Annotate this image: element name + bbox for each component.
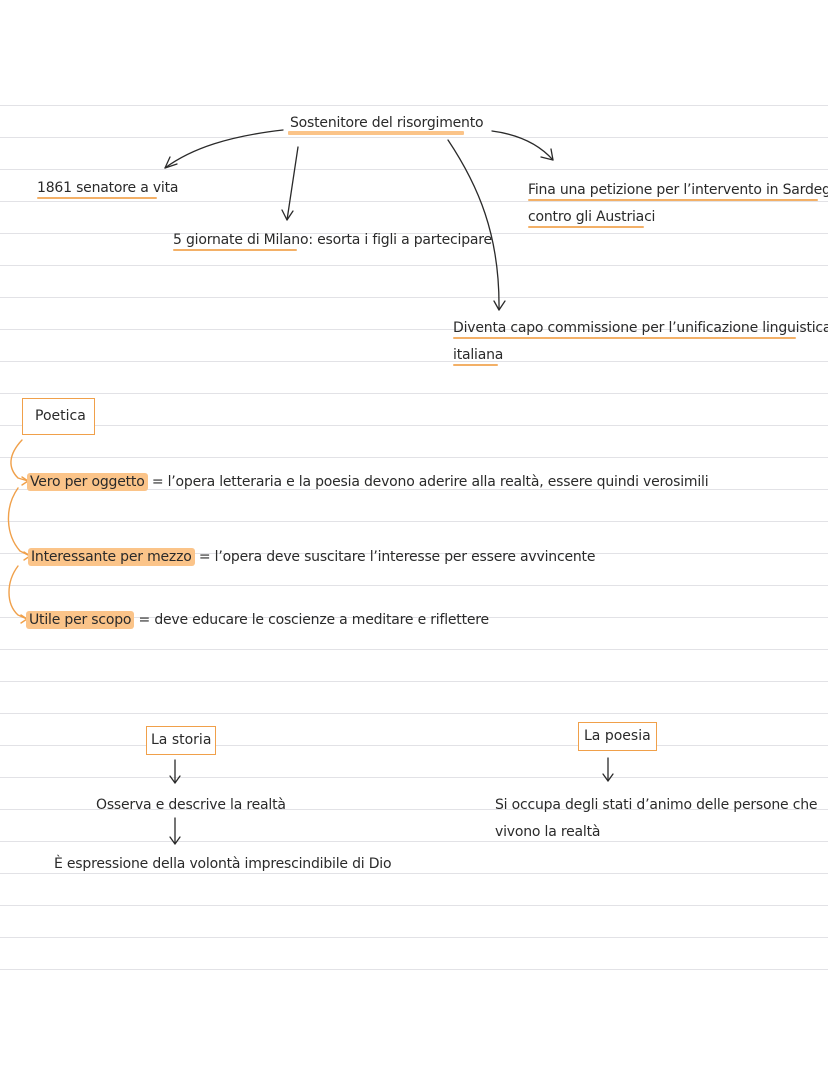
poetica-definition-2: = l’opera deve suscitare l’interesse per…: [194, 549, 596, 565]
node-petizione-line1: Fina una petizione per l’intervento in S…: [528, 182, 828, 198]
node-senatore-underline: [37, 197, 157, 199]
node-capo-line2: italiana: [453, 347, 504, 363]
page-bottom-margin: [0, 996, 828, 1069]
poetica-term-2: Interessante per mezzo: [28, 548, 195, 566]
arrow-to-capo: [447, 139, 500, 311]
poetica-title-box: Poetica: [22, 398, 95, 435]
central-topic-underline: [288, 131, 464, 135]
poetica-bracket-1: [10, 439, 29, 482]
poetica-item-2: Interessante per mezzo = l’opera deve su…: [28, 548, 595, 566]
poetica-definition-3: = deve educare le coscienze a meditare e…: [134, 612, 490, 628]
node-milano-underline: [173, 249, 297, 251]
arrow-to-milano: [286, 146, 299, 221]
poetica-item-1: Vero per oggetto = l’opera letteraria e …: [27, 473, 709, 491]
poetica-bracket-3: [8, 565, 28, 620]
page-top-margin: [0, 0, 828, 104]
node-petizione-line2: contro gli Austriaci: [528, 209, 656, 225]
poesia-line-1: Si occupa degli stati d’animo delle pers…: [495, 797, 818, 813]
node-petizione-underline2: [528, 226, 644, 228]
arrow-to-senatore: [164, 129, 284, 169]
storia-title-box: La storia: [146, 726, 217, 755]
poetica-term-1: Vero per oggetto: [27, 473, 148, 491]
poesia-title-box: La poesia: [578, 722, 657, 751]
node-capo-line1: Diventa capo commissione per l’unificazi…: [453, 320, 828, 336]
node-capo-underline2: [453, 364, 498, 366]
node-petizione-underline1: [528, 199, 818, 201]
poesia-line-2: vivono la realtà: [495, 824, 601, 840]
arrow-to-petizione: [491, 130, 554, 161]
storia-line-1: Osserva e descrive la realtà: [96, 797, 286, 813]
node-capo-underline1: [453, 337, 796, 339]
central-topic: Sostenitore del risorgimento: [290, 115, 484, 131]
storia-line-2: È espressione della volontà imprescindib…: [54, 856, 392, 872]
node-milano: 5 giornate di Milano: esorta i figli a p…: [173, 232, 492, 248]
poetica-term-3: Utile per scopo: [26, 611, 135, 629]
poetica-definition-1: = l’opera letteraria e la poesia devono …: [147, 474, 709, 490]
poetica-item-3: Utile per scopo = deve educare le coscie…: [26, 611, 489, 629]
poetica-bracket-2: [7, 487, 31, 557]
node-senatore: 1861 senatore a vita: [37, 180, 179, 196]
